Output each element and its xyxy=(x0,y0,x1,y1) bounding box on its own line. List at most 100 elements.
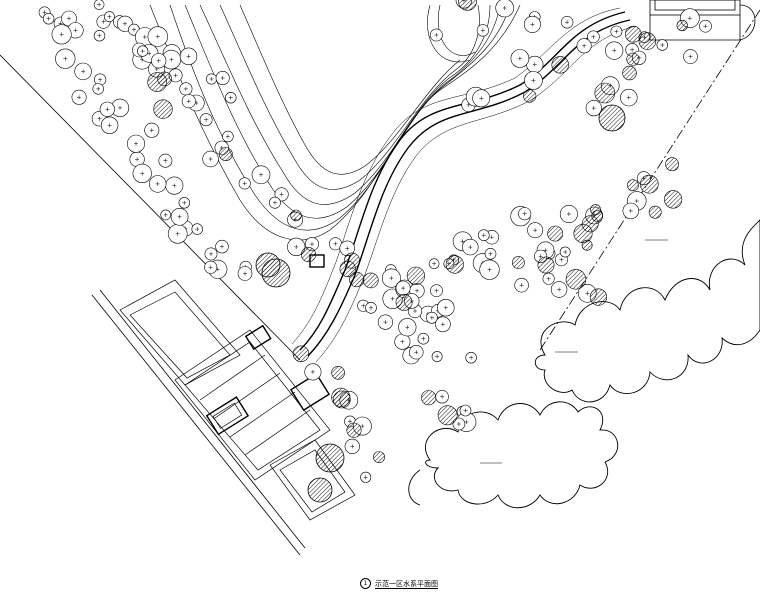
tree-canopy-icon xyxy=(179,82,193,96)
tree-canopy-icon xyxy=(344,438,360,455)
tree-canopy-icon xyxy=(437,299,455,317)
tree-canopy-icon xyxy=(699,19,712,33)
tree-canopy-icon xyxy=(93,30,106,42)
tree-canopy-icon xyxy=(104,11,115,23)
tree-canopy-icon xyxy=(417,332,430,345)
contour-lines xyxy=(149,4,521,241)
tree-canopy-icon xyxy=(51,24,72,45)
tree-canopy-icon xyxy=(202,150,219,168)
tree-canopy-icon xyxy=(268,196,281,209)
tree-canopy-icon xyxy=(99,101,115,117)
tree-canopy-icon xyxy=(274,187,289,202)
tree-canopy-icon xyxy=(204,247,218,261)
specimen-tree-icon xyxy=(315,443,345,473)
hatched-tree-canopy-icon xyxy=(581,239,593,251)
tree-canopy-icon xyxy=(93,0,105,10)
tree-canopy-icon xyxy=(377,314,394,330)
hatched-tree-canopy-icon xyxy=(331,365,345,380)
tree-canopy-icon xyxy=(179,47,198,66)
hatched-tree-canopy-icon xyxy=(638,32,657,50)
tree-canopy-icon xyxy=(622,202,639,220)
hatched-tree-canopy-icon xyxy=(594,82,616,104)
tree-canopy-icon xyxy=(425,311,438,324)
hatched-tree-canopy-icon xyxy=(551,56,569,74)
hatched-tree-canopy-icon xyxy=(437,405,458,426)
tree-canopy-icon xyxy=(542,272,555,285)
hatched-tree-canopy-icon xyxy=(406,266,426,285)
hatched-tree-canopy-icon xyxy=(445,255,464,274)
tree-canopy-icon xyxy=(181,94,196,109)
tree-canopy-icon xyxy=(132,163,152,183)
tree-canopy-icon xyxy=(339,240,355,257)
tree-canopy-icon xyxy=(459,404,472,417)
tree-canopy-icon xyxy=(472,89,491,108)
tree-canopy-icon xyxy=(435,316,451,333)
hatched-tree-canopy-icon xyxy=(663,190,683,209)
hatched-tree-canopy-icon xyxy=(331,387,351,407)
hatched-tree-canopy-icon xyxy=(537,256,555,274)
tree-canopy-icon xyxy=(137,45,149,57)
tree-canopy-icon xyxy=(479,259,500,280)
hatched-tree-canopy-icon xyxy=(624,25,642,43)
hatched-tree-canopy-icon xyxy=(627,179,639,192)
tree-canopy-icon xyxy=(431,351,443,362)
tree-canopy-icon xyxy=(610,25,623,38)
hatched-tree-canopy-icon xyxy=(547,225,564,242)
tree-canopy-layer xyxy=(38,0,712,483)
hatched-tree-canopy-icon xyxy=(589,288,608,306)
tree-canopy-icon xyxy=(550,281,568,298)
tree-canopy-icon xyxy=(165,176,184,195)
tree-canopy-icon xyxy=(365,301,377,314)
hatched-tree-canopy-icon xyxy=(523,89,537,103)
tree-canopy-icon xyxy=(238,177,251,190)
tree-canopy-icon xyxy=(71,89,87,105)
tree-canopy-icon xyxy=(510,49,530,68)
tree-canopy-icon xyxy=(524,71,543,90)
tree-canopy-icon xyxy=(585,99,602,117)
tree-canopy-icon xyxy=(100,116,119,135)
tree-canopy-icon xyxy=(151,53,167,69)
tree-canopy-icon xyxy=(476,24,490,37)
site-boundary xyxy=(0,9,760,556)
hatched-tree-canopy-icon xyxy=(346,422,362,438)
tree-canopy-icon xyxy=(430,284,443,298)
tree-canopy-icon xyxy=(435,390,449,404)
hatched-tree-canopy-icon xyxy=(349,271,365,288)
tree-canopy-icon xyxy=(42,13,55,25)
tree-canopy-icon xyxy=(523,15,541,33)
tree-canopy-icon xyxy=(656,39,668,51)
tree-canopy-icon xyxy=(144,122,160,138)
tree-canopy-icon xyxy=(147,26,169,47)
plaza-paving xyxy=(119,279,356,521)
tree-canopy-icon xyxy=(465,352,477,364)
dimension-marks xyxy=(480,239,668,464)
tree-canopy-icon xyxy=(127,134,146,153)
tree-canopy-icon xyxy=(559,246,571,258)
tree-canopy-icon xyxy=(170,208,189,226)
tree-canopy-icon xyxy=(304,363,322,381)
tree-canopy-icon xyxy=(222,130,234,143)
hatched-tree-canopy-icon xyxy=(665,157,679,172)
caption-number: 1 xyxy=(360,578,371,589)
tree-canopy-icon xyxy=(605,41,624,60)
hatched-tree-canopy-icon xyxy=(639,174,659,194)
tree-canopy-icon xyxy=(381,268,401,288)
hatched-tree-canopy-icon xyxy=(648,205,662,219)
tree-canopy-icon xyxy=(215,71,230,86)
tree-canopy-icon xyxy=(225,91,237,104)
tree-canopy-icon xyxy=(149,175,167,193)
tree-canopy-icon xyxy=(429,28,443,42)
tree-canopy-icon xyxy=(158,153,173,168)
specimen-tree-icon xyxy=(255,252,281,278)
specimen-tree-icon xyxy=(598,104,626,132)
tree-canopy-icon xyxy=(683,49,698,64)
tree-canopy-icon xyxy=(191,223,203,235)
tree-canopy-icon xyxy=(160,209,171,221)
tree-canopy-icon xyxy=(287,237,306,256)
tree-canopy-icon xyxy=(495,0,514,18)
tree-canopy-icon xyxy=(398,318,417,337)
tree-canopy-icon xyxy=(518,207,532,221)
tree-canopy-icon xyxy=(514,278,529,293)
tree-canopy-icon xyxy=(477,229,490,241)
hatched-tree-canopy-icon xyxy=(395,293,413,311)
